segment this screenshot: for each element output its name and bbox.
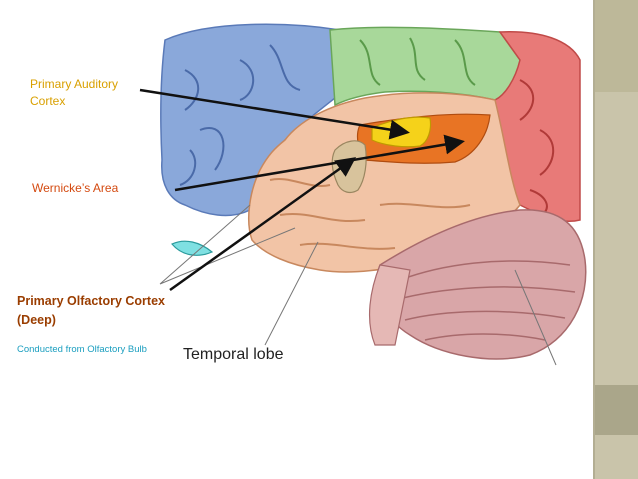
brainstem xyxy=(368,264,411,346)
auditory-label-line1: Primary Auditory xyxy=(30,77,119,91)
olfactory-region xyxy=(331,140,367,194)
olfactory-label-line1: Primary Olfactory Cortex xyxy=(17,294,165,308)
olfactory-arrow xyxy=(169,157,357,292)
sidebar-divider xyxy=(593,0,595,479)
cerebellum xyxy=(376,209,587,360)
auditory-label-line2: Cortex xyxy=(30,94,66,108)
wernicke-arrow xyxy=(174,134,465,192)
olfactory-bulb xyxy=(171,240,214,256)
olfactory-label-line2: (Deep) xyxy=(17,313,56,327)
auditory-arrow xyxy=(139,88,410,140)
olfactory-note: Conducted from Olfactory Bulb xyxy=(17,344,147,355)
sidebar-top-strip xyxy=(593,0,638,92)
wernicke-label: Wernicke’s Area xyxy=(32,181,119,195)
temporal-lobe-label: Temporal lobe xyxy=(183,346,284,363)
sidebar-accent-block xyxy=(593,385,638,435)
